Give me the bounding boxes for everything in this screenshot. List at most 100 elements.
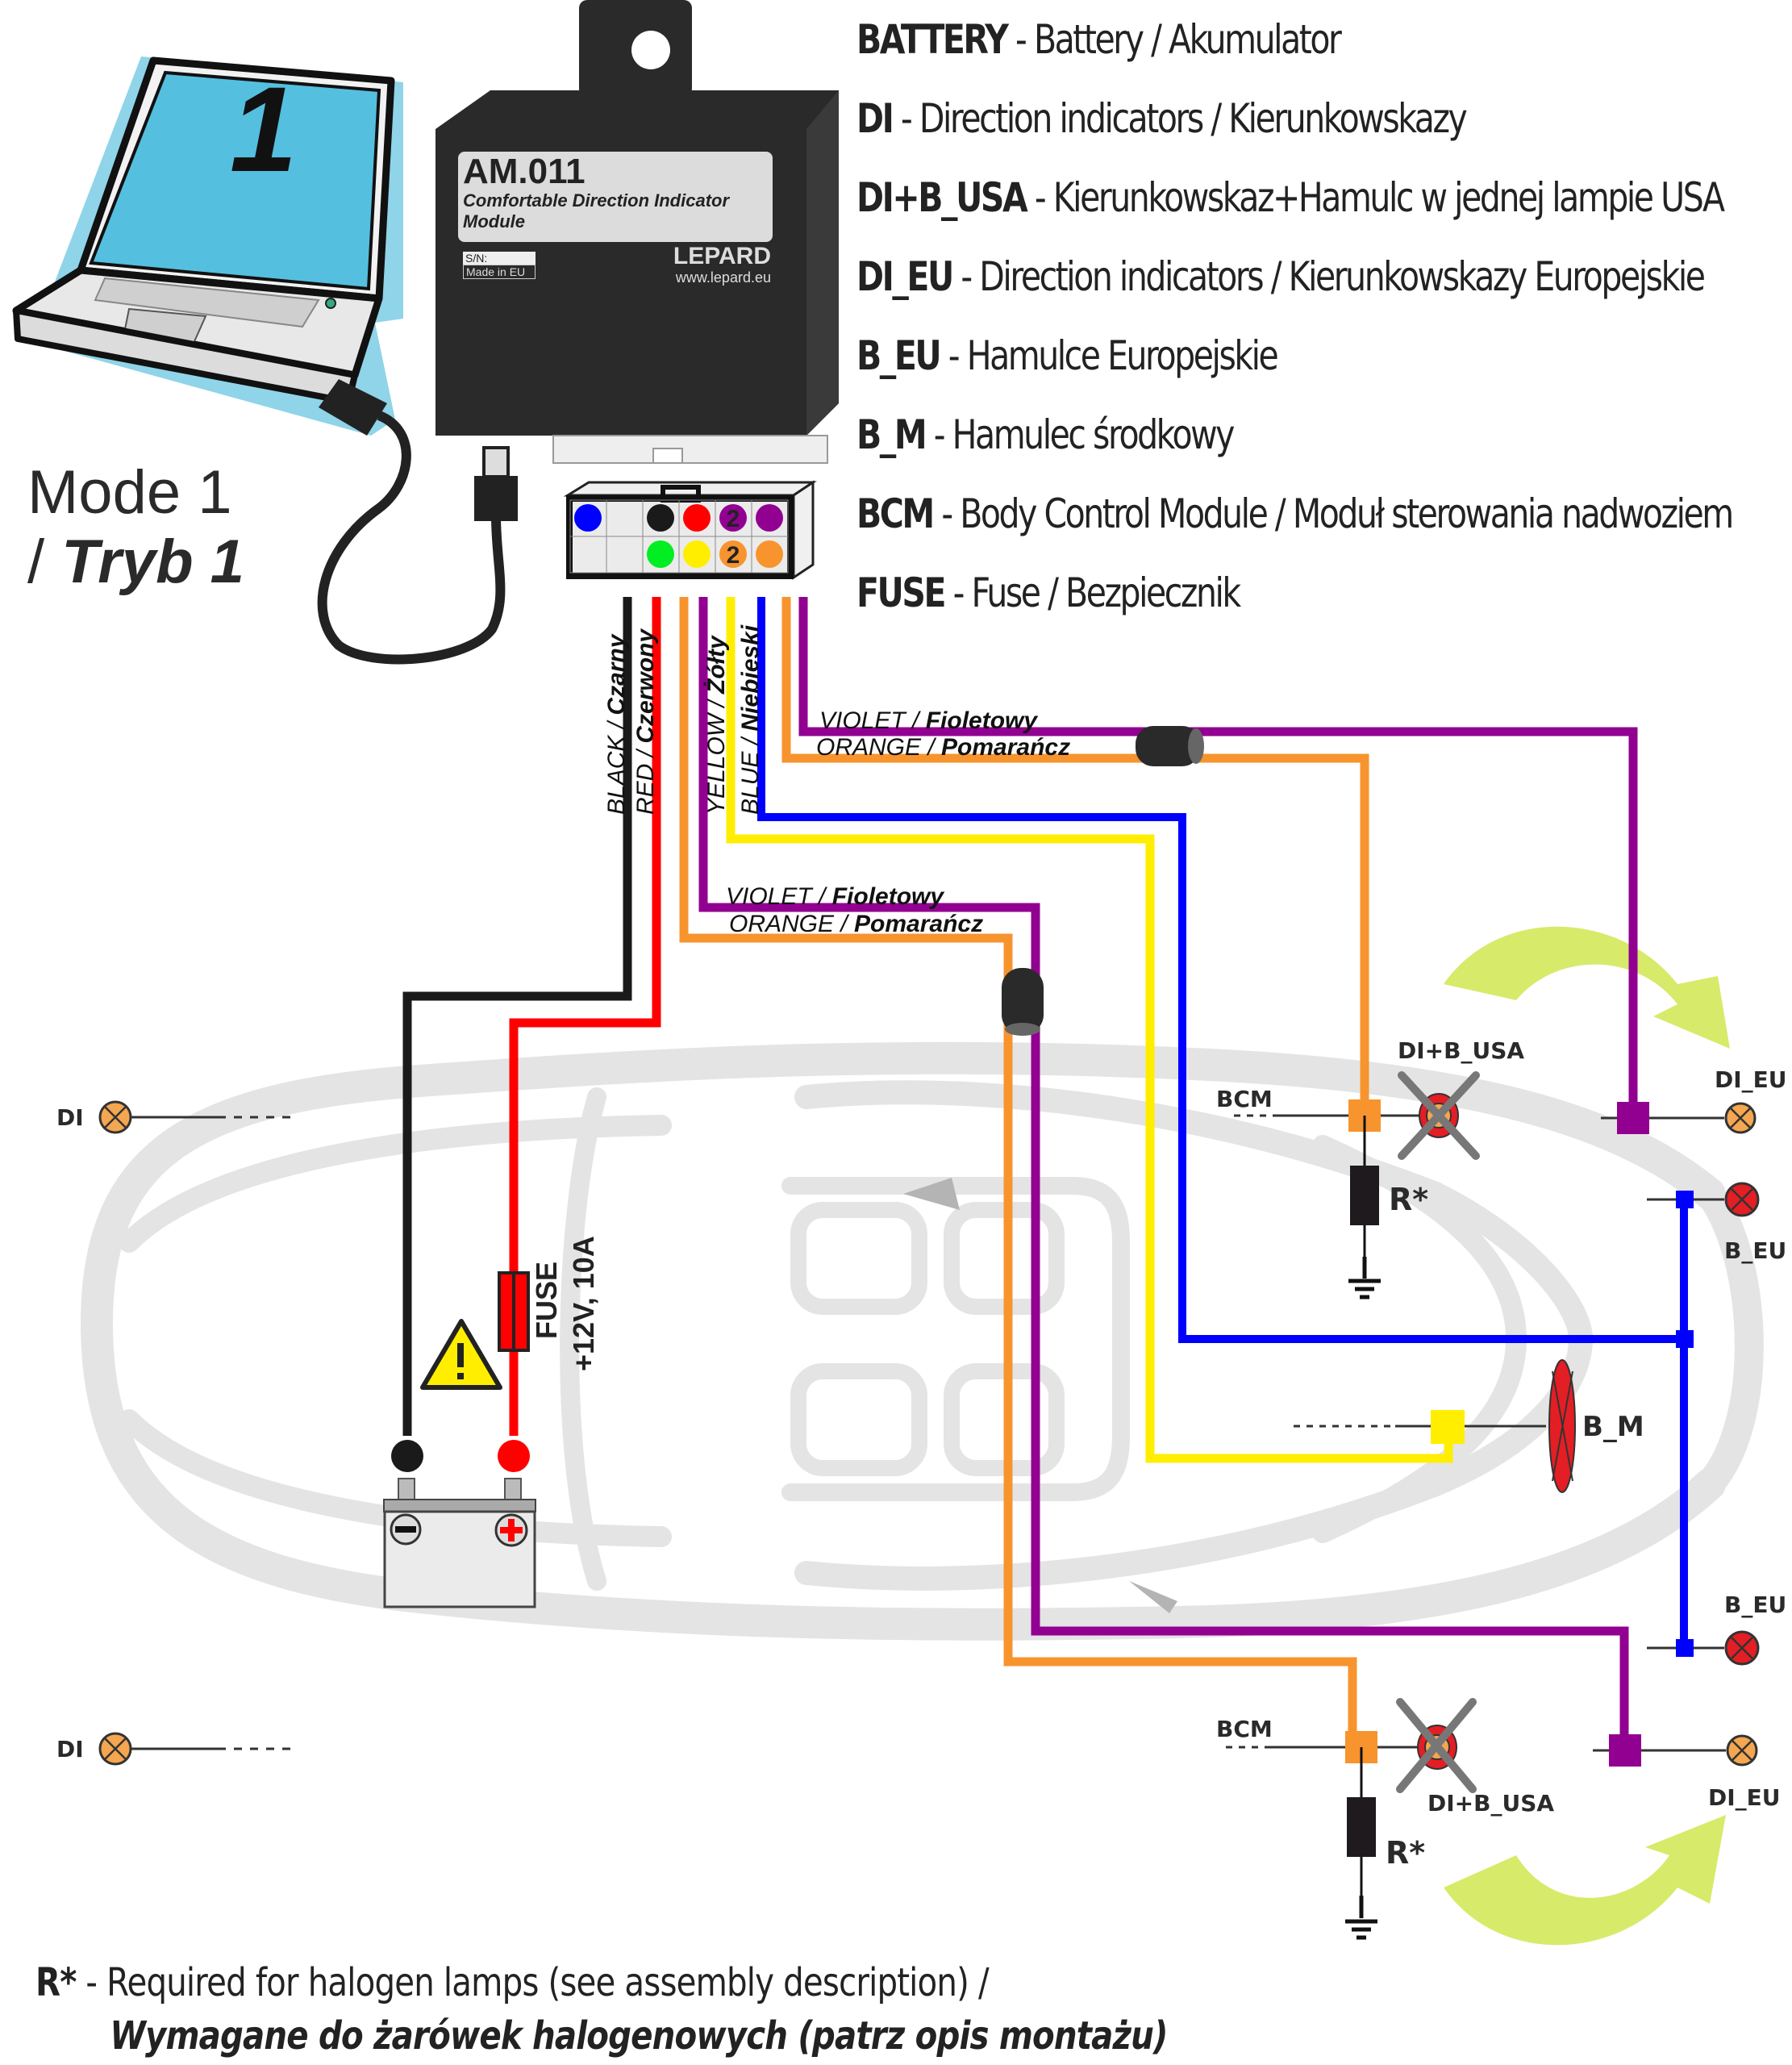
label-b-m: B_M: [1582, 1411, 1644, 1443]
pin-marker: 2: [727, 542, 740, 569]
label-resistor-rear: R*: [1386, 1835, 1425, 1871]
lamp-di-rear: [98, 1732, 290, 1766]
module-brand: LEPARD www.lepard.eu: [673, 243, 771, 286]
connector: 22: [563, 480, 817, 580]
lamp-b-eu-front: [1647, 1182, 1760, 1217]
wire-violet-rear: [698, 597, 1629, 1749]
wire-label-blue: BLUE / Niebieski: [737, 624, 764, 815]
legend-row: BATTERY - Battery / Akumulator: [856, 6, 1732, 86]
connector-pin-red: [683, 504, 711, 532]
legend-desc: - Direction indicators / Kierunkowskazy: [892, 95, 1468, 142]
wire-label-violet-front: VIOLET / Fioletowy: [819, 707, 1038, 734]
legend-desc: - Hamulce Europejskie: [940, 332, 1279, 379]
legend-key: DI: [856, 95, 894, 142]
mode-label: Mode 1 / Tryb 1: [27, 458, 244, 597]
legend-key: FUSE: [856, 569, 946, 616]
arrow-bottom-icon: [1444, 1815, 1726, 1946]
wire-black: [402, 597, 632, 1436]
wire-label-red: RED / Czerwony: [632, 628, 659, 815]
connector-pin-orange-2: [719, 540, 747, 568]
module-model: AM.011: [463, 152, 586, 191]
bcm-junction-front: [1234, 1099, 1419, 1299]
legend-key: BCM: [856, 490, 935, 537]
lamp-b-eu-rear: [1647, 1630, 1760, 1666]
footnote-pl: Wymagane do żarówek halogenowych (patrz …: [110, 2013, 1168, 2059]
wire-violet-front: [798, 597, 1638, 1117]
wire-yellow: [726, 597, 1453, 1463]
lamp-di-eu-front: [1601, 1102, 1757, 1134]
module-description: Comfortable Direction Indicator Module: [463, 190, 730, 232]
lamp-di-b-usa-rear: [1396, 1698, 1477, 1793]
bcm-junction-rear: [1226, 1731, 1419, 1940]
wire-orange-front: [781, 597, 1369, 1113]
lamp-di-eu-rear: [1593, 1734, 1758, 1767]
legend-key: BATTERY: [856, 16, 1009, 63]
label-di-front: DI: [56, 1104, 84, 1131]
label-bcm-front: BCM: [1216, 1086, 1273, 1112]
legend-row: B_M - Hamulec środkowy: [856, 402, 1732, 481]
wire-orange-rear: [679, 597, 1357, 1749]
wire-blue: [757, 597, 1684, 1343]
lamp-b-m: [1294, 1359, 1576, 1493]
battery-icon: [383, 1440, 536, 1608]
wire-label-black: BLACK / Czarny: [603, 633, 630, 815]
lamp-di-b-usa-front: [1398, 1071, 1480, 1160]
label-resistor-front: R*: [1389, 1182, 1428, 1217]
laptop-screen-number: 1: [230, 61, 297, 197]
blue-junction: [1676, 1330, 1694, 1348]
legend-row: FUSE - Fuse / Bezpiecznik: [856, 560, 1732, 639]
footnote-en: - Required for halogen lamps (see assemb…: [76, 1960, 989, 2005]
label-di-b-usa-front: DI+B_USA: [1398, 1037, 1524, 1064]
heat-shrink-sleeve: [1136, 726, 1204, 766]
legend-desc: - Body Control Module / Moduł sterowania…: [932, 490, 1734, 537]
connector-pin-violet: [756, 504, 783, 532]
wire-red: [509, 597, 661, 1436]
label-bcm-rear: BCM: [1216, 1716, 1273, 1742]
legend-desc: - Kierunkowskaz+Hamulc w jednej lampie U…: [1026, 174, 1725, 221]
legend-desc: - Fuse / Bezpiecznik: [944, 569, 1242, 616]
label-di-eu-front: DI_EU: [1715, 1066, 1787, 1093]
legend-row: B_EU - Hamulce Europejskie: [856, 323, 1732, 402]
connector-pin-black: [647, 504, 674, 532]
legend-key: DI_EU: [856, 253, 954, 300]
connector-pin-green: [647, 540, 674, 568]
legend-key: B_M: [856, 411, 927, 458]
legend-desc: - Battery / Akumulator: [1006, 16, 1342, 63]
footnote-key: R*: [35, 1960, 77, 2005]
arrow-top-icon: [1444, 926, 1730, 1049]
legend-key: DI+B_USA: [856, 174, 1028, 221]
label-b-eu-front: B_EU: [1724, 1237, 1786, 1264]
fuse-label: FUSE: [530, 1262, 563, 1339]
wire-label-orange-front: ORANGE / Pomarańcz: [816, 734, 1070, 761]
car-mirror: [903, 1178, 960, 1210]
connector-pin-yellow: [683, 540, 711, 568]
wire-label-yellow: YELLOW / Żółty: [703, 635, 730, 815]
warning-icon: [420, 1319, 502, 1390]
connector-pin-violet-2: [719, 504, 747, 532]
wire-label-violet-rear: VIOLET / Fioletowy: [726, 883, 944, 910]
footnote: R* - Required for halogen lamps (see ass…: [35, 1956, 1168, 2063]
label-b-eu-rear: B_EU: [1724, 1592, 1786, 1618]
heat-shrink-sleeve: [1002, 968, 1044, 1036]
legend-row: BCM - Body Control Module / Moduł sterow…: [856, 481, 1734, 560]
lamp-di-front: [98, 1100, 290, 1134]
usb-cable: [317, 379, 518, 665]
legend-row: DI - Direction indicators / Kierunkowska…: [856, 86, 1732, 165]
fuse-icon: [498, 1271, 530, 1352]
connector-pin-blue: [574, 504, 602, 532]
module-serial: S/N: Made in EU: [463, 252, 536, 279]
module-label: AM.011 Comfortable Direction Indicator M…: [463, 153, 769, 232]
mode-en: Mode 1: [27, 458, 232, 527]
wire-label-orange-rear: ORANGE / Pomarańcz: [729, 911, 983, 937]
mode-pl: Tryb 1: [61, 528, 244, 596]
label-di-b-usa-rear: DI+B_USA: [1427, 1790, 1554, 1817]
mode-pl-row: / Tryb 1: [27, 528, 244, 596]
fuse-rating: +12V, 10A: [567, 1236, 600, 1371]
legend-row: DI_EU - Direction indicators / Kierunkow…: [856, 244, 1732, 323]
label-di-rear: DI: [56, 1736, 84, 1763]
legend-key: B_EU: [856, 332, 942, 379]
pin-marker: 2: [727, 506, 740, 532]
legend-desc: - Hamulec środkowy: [925, 411, 1236, 458]
label-di-eu-rear: DI_EU: [1708, 1784, 1781, 1811]
